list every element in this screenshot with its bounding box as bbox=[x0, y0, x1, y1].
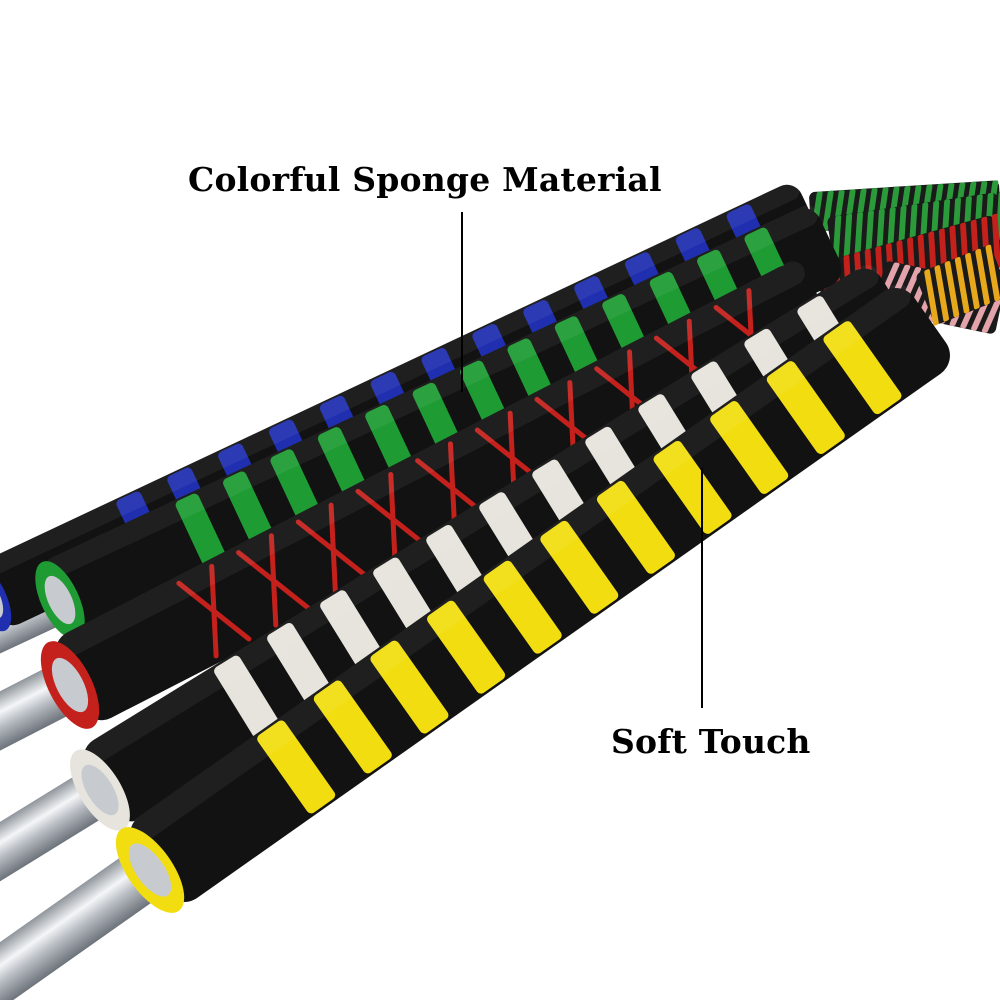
red-grip-band bbox=[236, 533, 312, 628]
yellow-grip-spring bbox=[916, 244, 1000, 326]
yellow-grip-band bbox=[596, 480, 675, 574]
yellow-grip bbox=[115, 284, 950, 913]
white-grip-band bbox=[214, 655, 282, 743]
foam-grips bbox=[0, 182, 950, 913]
yellow-grip-band bbox=[257, 720, 336, 814]
red-grip-steel-rod bbox=[0, 656, 91, 828]
yellow-grip-band bbox=[370, 640, 449, 734]
yellow-grip-steel-rod bbox=[0, 841, 175, 1000]
yellow-grip-band bbox=[483, 560, 562, 654]
yellow-grip-band bbox=[427, 600, 506, 694]
white-grip-band bbox=[267, 623, 335, 710]
red-grip-band bbox=[176, 563, 252, 659]
caption-colorful-sponge-material: Colorful Sponge Material bbox=[188, 160, 662, 199]
yellow-grip-band bbox=[710, 401, 789, 494]
green-grip-band bbox=[223, 471, 277, 552]
red-grip-band bbox=[295, 502, 371, 598]
yellow-grip-band bbox=[823, 321, 902, 415]
yellow-grip-band bbox=[653, 440, 732, 534]
caption-soft-touch: Soft Touch bbox=[611, 722, 811, 761]
yellow-grip-band bbox=[313, 680, 392, 774]
green-grip-band bbox=[175, 493, 229, 574]
springs bbox=[809, 180, 1000, 334]
white-grip-steel-rod bbox=[0, 763, 122, 948]
caption-leader-line bbox=[461, 212, 463, 392]
yellow-grip-band bbox=[540, 520, 619, 614]
caption-leader-line bbox=[701, 468, 703, 708]
red-grip-band bbox=[355, 471, 431, 567]
green-grip bbox=[35, 205, 842, 639]
yellow-grip-band bbox=[766, 361, 845, 454]
